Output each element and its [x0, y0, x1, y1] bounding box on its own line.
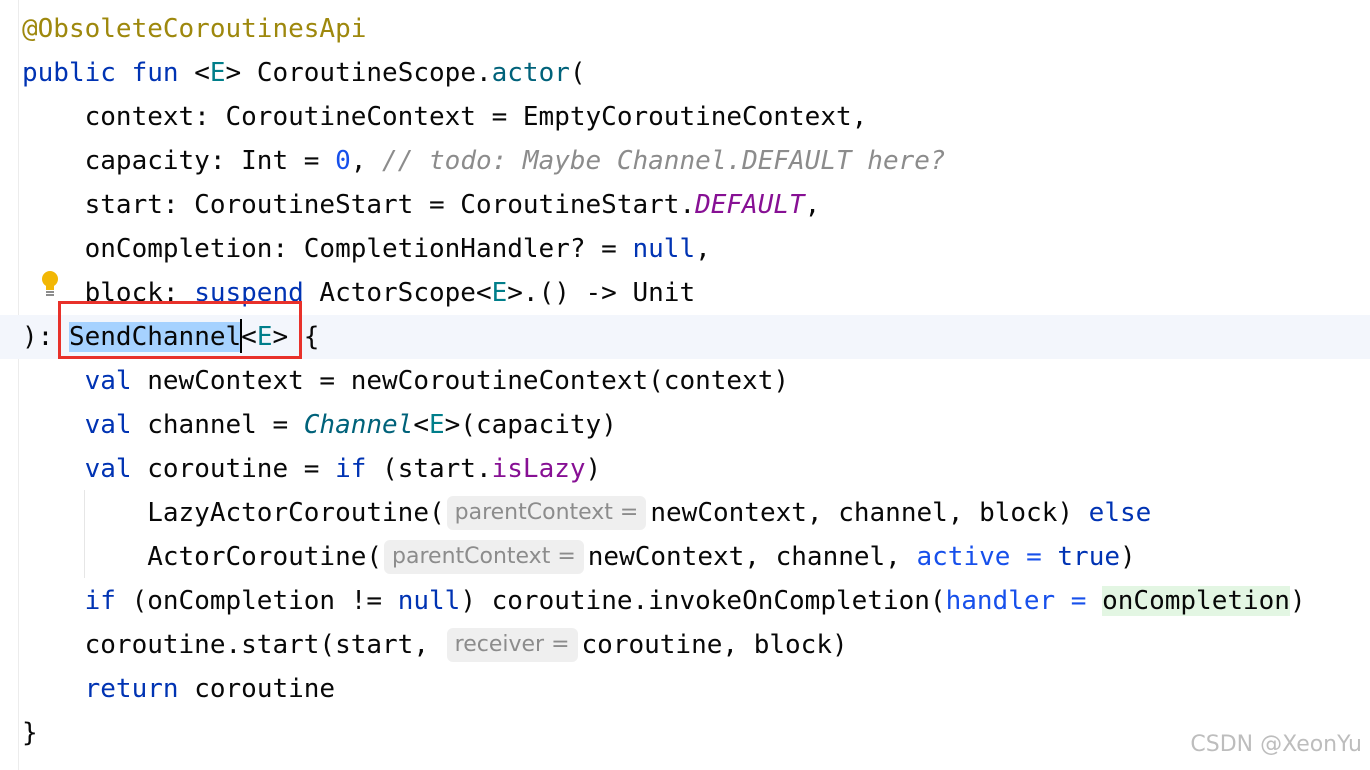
keyword: fun — [131, 58, 179, 88]
keyword: null — [397, 586, 461, 616]
code-text: channel = — [131, 410, 304, 440]
lightbulb-icon[interactable] — [40, 270, 60, 300]
code-editor[interactable]: @ObsoleteCoroutinesApi public fun <E> Co… — [0, 7, 1370, 755]
watermark: CSDN @XeonYu — [1190, 732, 1362, 757]
editor-gutter[interactable] — [0, 0, 18, 770]
code-line-8: ): SendChannel<E> { — [0, 315, 1370, 359]
code-text: ): — [22, 322, 69, 352]
code-text: coroutine — [178, 674, 336, 704]
parameter-hint: parentContext = — [384, 540, 584, 574]
indent-guide — [84, 490, 85, 578]
code-line-3: context: CoroutineContext = EmptyCorouti… — [22, 95, 1370, 139]
keyword: return — [22, 674, 179, 704]
code-line-11: val coroutine = if (start.isLazy) — [22, 447, 1370, 491]
annotation: @ObsoleteCoroutinesApi — [22, 14, 367, 44]
code-text: < — [413, 410, 429, 440]
parameter-hint: receiver = — [446, 628, 578, 662]
keyword: public — [22, 58, 116, 88]
comment: // todo: Maybe Channel.DEFAULT here? — [382, 146, 946, 176]
function-call: Channel — [303, 410, 414, 440]
type-parameter: E — [209, 58, 226, 88]
code-line-6: onCompletion: CompletionHandler? = null, — [22, 227, 1370, 271]
number-literal: 0 — [335, 146, 351, 176]
code-text: coroutine.start(start, — [22, 630, 445, 660]
code-text: context: CoroutineContext = EmptyCorouti… — [22, 102, 868, 132]
code-line-1: @ObsoleteCoroutinesApi — [22, 7, 1370, 51]
code-text: ) — [1120, 542, 1136, 572]
code-text: , — [350, 146, 383, 176]
code-text — [1086, 586, 1102, 616]
constant: DEFAULT — [695, 190, 805, 220]
code-line-13: ActorCoroutine(parentContext =newContext… — [22, 535, 1370, 579]
code-text — [1042, 542, 1058, 572]
parameter-hint: parentContext = — [446, 496, 647, 530]
code-line-12: LazyActorCoroutine(parentContext =newCon… — [22, 491, 1370, 535]
code-text: , — [695, 234, 711, 264]
code-text: < — [178, 58, 210, 88]
highlight-box — [58, 301, 302, 359]
code-text: ) — [585, 454, 602, 484]
code-text: >.() -> Unit — [507, 278, 696, 308]
code-text: newContext, channel, — [587, 542, 917, 572]
code-text: start: CoroutineStart = CoroutineStart. — [22, 190, 696, 220]
code-text: newContext, channel, block) — [650, 498, 1089, 528]
named-argument: active = — [916, 542, 1042, 572]
keyword: val — [22, 366, 132, 396]
code-text: ( — [569, 58, 586, 88]
code-text: LazyActorCoroutine( — [22, 498, 445, 528]
code-line-5: start: CoroutineStart = CoroutineStart.D… — [22, 183, 1370, 227]
code-text: , — [804, 190, 821, 220]
highlighted-usage: onCompletion — [1102, 586, 1290, 616]
code-text: ActorCoroutine( — [22, 542, 383, 572]
code-text: (start. — [366, 454, 492, 484]
keyword: null — [632, 234, 696, 264]
code-line-4: capacity: Int = 0, // todo: Maybe Channe… — [22, 139, 1370, 183]
code-text: capacity: Int = — [22, 146, 336, 176]
type-parameter: E — [256, 322, 273, 352]
gutter-divider — [18, 0, 19, 770]
code-text: ActorScope< — [303, 278, 492, 308]
type-parameter: E — [429, 410, 445, 440]
function-name: actor — [491, 58, 570, 88]
code-text: (onCompletion != — [115, 586, 398, 616]
code-line-10: val channel = Channel<E>(capacity) — [22, 403, 1370, 447]
named-argument: handler = — [945, 586, 1087, 616]
code-text: newContext = newCoroutineContext(context… — [131, 366, 790, 396]
code-line-15: coroutine.start(start, receiver =corouti… — [22, 623, 1370, 667]
keyword: val — [22, 410, 132, 440]
property: isLazy — [491, 454, 586, 484]
type-parameter: E — [491, 278, 508, 308]
code-text: onCompletion: CompletionHandler? = — [22, 234, 633, 264]
code-text: > CoroutineScope. — [225, 58, 492, 88]
code-text: > { — [272, 322, 320, 352]
code-line-14: if (onCompletion != null) coroutine.invo… — [22, 579, 1370, 623]
code-text: ) coroutine.invokeOnCompletion( — [460, 586, 946, 616]
text-caret — [240, 319, 243, 353]
keyword: val — [22, 454, 132, 484]
code-text: coroutine, block) — [581, 630, 848, 660]
code-text: } — [22, 718, 38, 748]
keyword: true — [1057, 542, 1121, 572]
code-line-9: val newContext = newCoroutineContext(con… — [22, 359, 1370, 403]
keyword: else — [1088, 498, 1152, 528]
code-text: coroutine = — [131, 454, 336, 484]
code-text: ) — [1289, 586, 1306, 616]
selected-text[interactable]: SendChannel — [68, 322, 242, 352]
keyword: if — [335, 454, 367, 484]
code-line-2: public fun <E> CoroutineScope.actor( — [22, 51, 1370, 95]
code-text: >(capacity) — [444, 410, 617, 440]
code-line-16: return coroutine — [22, 667, 1370, 711]
code-line-17: } — [22, 711, 1370, 755]
keyword: if — [22, 586, 116, 616]
code-text: < — [241, 322, 257, 352]
